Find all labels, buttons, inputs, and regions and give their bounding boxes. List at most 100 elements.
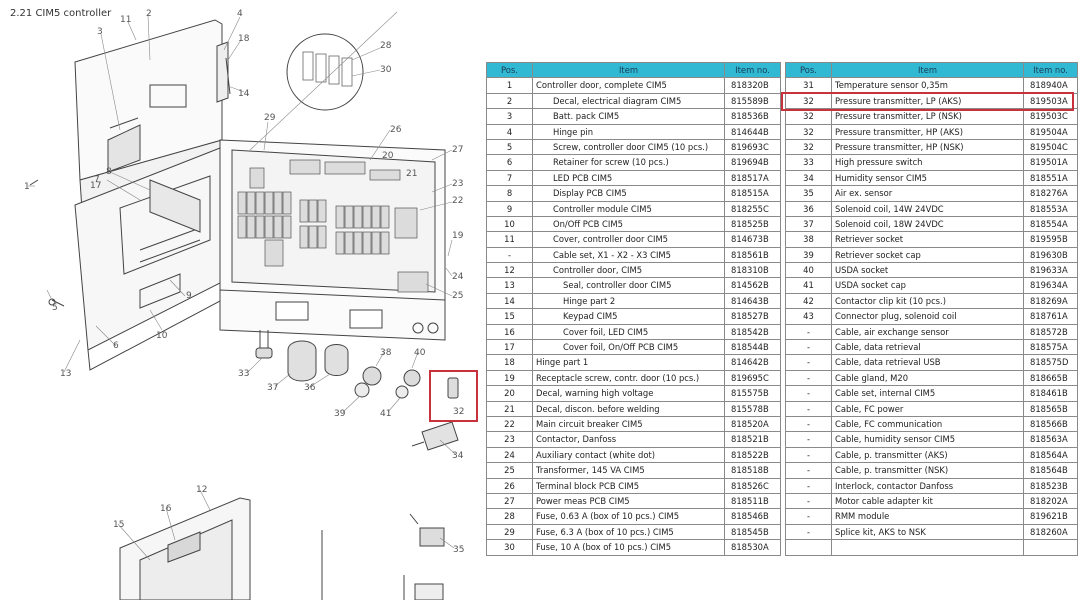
pos-cell: - [785, 354, 832, 371]
item-no-cell: 818565B [1023, 400, 1078, 417]
item-no-cell: 819501A [1023, 154, 1078, 171]
part-32-highlight [429, 370, 478, 422]
item-cell: Transformer, 145 VA CIM5 [532, 462, 725, 479]
item-cell: Retriever socket cap [831, 246, 1024, 264]
item-cell: Connector plug, solenoid coil [831, 308, 1024, 325]
pos-cell: 22 [486, 415, 533, 433]
pos-cell: - [785, 369, 832, 387]
item-no-cell: 818511B [724, 492, 781, 510]
item-cell: Cable, humidity sensor CIM5 [831, 431, 1024, 448]
callout-9: 9 [186, 291, 192, 301]
item-no-cell: 818521B [724, 431, 781, 448]
item-no-cell: 818561B [724, 246, 781, 264]
pos-cell: 15 [486, 308, 533, 325]
item-no-cell: 818523B [1023, 477, 1078, 494]
pos-cell: - [785, 339, 832, 356]
item-cell: Interlock, contactor Danfoss [831, 477, 1024, 494]
callout-20: 20 [382, 151, 394, 161]
pos-cell: 28 [486, 508, 533, 525]
callout-41: 41 [380, 409, 391, 419]
item-no-cell: 815575B [724, 385, 781, 402]
pos-cell: 17 [486, 339, 533, 356]
item-no-cell: 818310B [724, 262, 781, 279]
pos-cell: - [486, 246, 533, 264]
callout-34: 34 [452, 451, 464, 461]
pos-cell: 27 [486, 492, 533, 510]
item-no-cell: 818545B [724, 523, 781, 541]
pos-cell: 39 [785, 246, 832, 264]
callout-5: 5 [52, 303, 58, 313]
item-no-cell: 818544B [724, 339, 781, 356]
pos-cell: 8 [486, 185, 533, 202]
pos-cell: 20 [486, 385, 533, 402]
item-cell [831, 539, 1024, 556]
pos-cell: 26 [486, 477, 533, 494]
item-no-cell: 819503A [1023, 92, 1078, 110]
item-no-cell: 818515A [724, 185, 781, 202]
callout-37: 37 [267, 383, 278, 393]
header-pos: Pos. [785, 61, 832, 79]
item-cell: Cable set, X1 - X2 - X3 CIM5 [532, 246, 725, 264]
table-header-row: Pos. Item Item no. [486, 61, 781, 79]
item-cell: On/Off PCB CIM5 [532, 215, 725, 233]
item-cell: Motor cable adapter kit [831, 492, 1024, 510]
item-no-cell: 814643B [724, 292, 781, 310]
pos-cell: 42 [785, 292, 832, 310]
pos-cell: 32 [785, 123, 832, 140]
pos-cell: 32 [785, 138, 832, 156]
item-cell: Cable, data retrieval USB [831, 354, 1024, 371]
pos-cell: 10 [486, 215, 533, 233]
item-cell: Contactor clip kit (10 pcs.) [831, 292, 1024, 310]
item-cell: Solenoid coil, 14W 24VDC [831, 200, 1024, 217]
callout-6: 6 [113, 341, 119, 351]
pos-cell: 19 [486, 369, 533, 387]
item-no-cell: 814642B [724, 354, 781, 371]
item-no-cell: 814644B [724, 123, 781, 140]
callout-39: 39 [334, 409, 346, 419]
item-no-cell: 819694B [724, 154, 781, 171]
pos-cell: - [785, 462, 832, 479]
item-cell: Cover, controller door CIM5 [532, 231, 725, 248]
exploded-view-drawing: 1 2 3 4 5 6 7 8 9 10 11 12 13 14 15 16 1… [24, 9, 478, 600]
pos-cell: 21 [486, 400, 533, 417]
pos-cell: 43 [785, 308, 832, 325]
item-no-cell: 814673B [724, 231, 781, 248]
callout-25: 25 [452, 291, 463, 301]
pos-cell: 40 [785, 262, 832, 279]
item-no-cell: 818269A [1023, 292, 1078, 310]
item-no-cell: 818202A [1023, 492, 1078, 510]
pos-cell: 41 [785, 277, 832, 294]
item-cell: USDA socket [831, 262, 1024, 279]
item-no-cell: 814562B [724, 277, 781, 294]
item-cell: Humidity sensor CIM5 [831, 169, 1024, 187]
pos-cell: - [785, 323, 832, 341]
item-no-cell: 818536B [724, 108, 781, 125]
pos-cell: 11 [486, 231, 533, 248]
item-no-cell: 819504A [1023, 123, 1078, 140]
item-no-cell: 819621B [1023, 508, 1078, 525]
item-cell: Fuse, 0.63 A (box of 10 pcs.) CIM5 [532, 508, 725, 525]
